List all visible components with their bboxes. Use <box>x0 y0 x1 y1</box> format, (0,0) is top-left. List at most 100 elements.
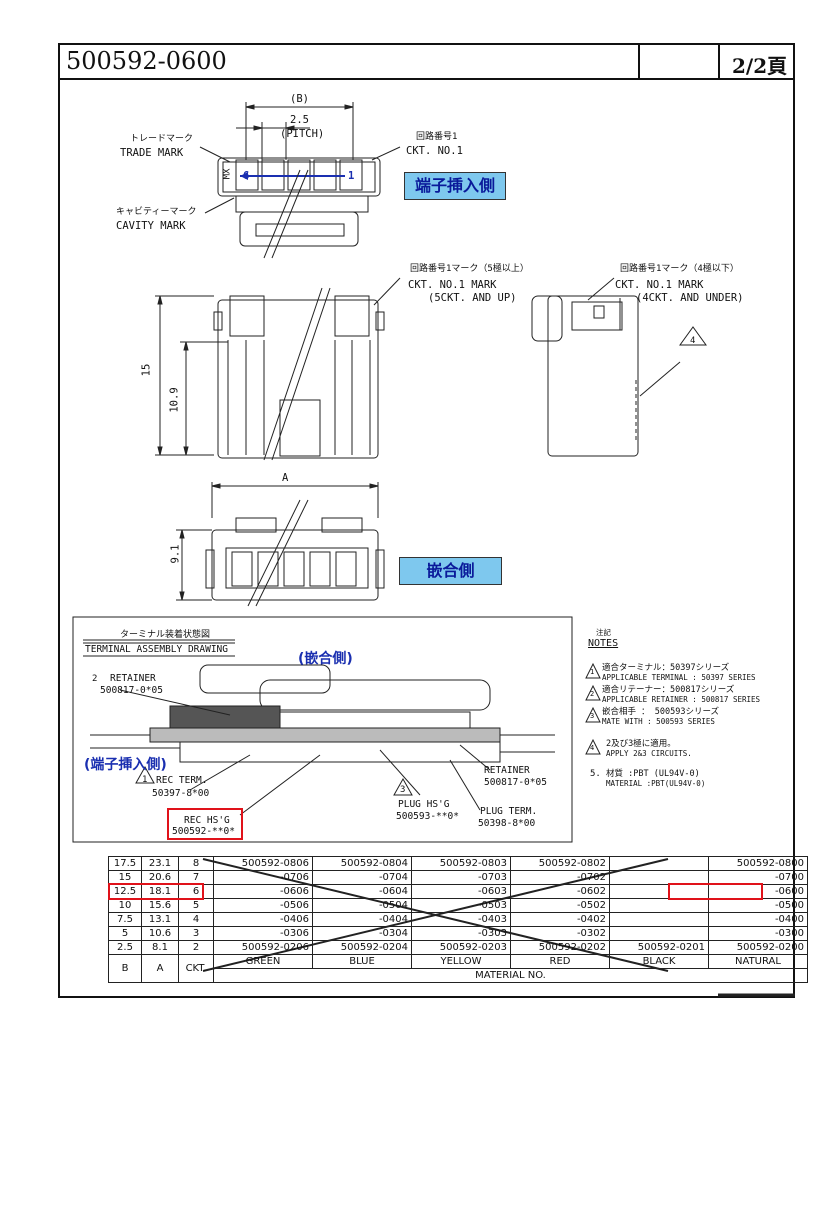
side-view-small-connector <box>531 277 707 457</box>
table-cell-ckt: 5 <box>178 898 214 913</box>
cavity-number-1: 1 <box>348 170 355 182</box>
table-cell-c1: -0306 <box>213 926 313 941</box>
note4-marker: 4 <box>690 336 696 346</box>
assembly-frame <box>72 616 573 843</box>
mark5-en1: CKT. NO.1 MARK <box>408 279 497 291</box>
note-4-jp: 2及び3極に適用。 <box>606 739 676 749</box>
table-cell-c3: -0303 <box>411 926 511 941</box>
table-cell-c3: 500592-0803 <box>411 856 511 871</box>
table-head-ckt: CKT. <box>178 954 214 983</box>
rec-term-no: 50397-8*00 <box>152 788 210 799</box>
pitch-value: 2.5 <box>290 114 309 126</box>
table-cell-b: 17.5 <box>108 856 142 871</box>
table-cell-c1: 500592-0806 <box>213 856 313 871</box>
page-number: 2/2頁 <box>732 54 788 78</box>
table-cell-ckt: 3 <box>178 926 214 941</box>
table-cell-c1: 500592-0206 <box>213 940 313 955</box>
note-5-en: MATERIAL :PBT(UL94V-0) <box>606 779 706 788</box>
ckt-no1-jp: 回路番号1 <box>416 132 458 142</box>
table-cell-c3: 500592-0203 <box>411 940 511 955</box>
table-head-a: A <box>141 954 179 983</box>
table-cell-c4: -0302 <box>510 926 610 941</box>
dim-a: A <box>282 472 289 484</box>
table-material-row: MATERIAL NO. <box>109 968 808 983</box>
ckt-no1-en: CKT. NO.1 <box>406 145 463 157</box>
assembly-cross-section <box>90 664 555 816</box>
note-3-en: MATE WITH : 500593 SERIES <box>602 717 715 726</box>
top-view-connector <box>199 102 401 259</box>
pitch-label: (PITCH) <box>280 128 325 140</box>
retainer-right-no: 500817-0*05 <box>484 777 547 788</box>
table-cell-a: 13.1 <box>141 912 179 927</box>
trade-mark-jp: トレードマーク <box>130 134 194 144</box>
trade-mark-en: TRADE MARK <box>120 147 184 159</box>
table-cell-c4: -0502 <box>510 898 610 913</box>
mx-mark: MX <box>222 168 233 180</box>
dim-15: 15 <box>140 363 153 377</box>
note-4-num: 4 <box>590 744 595 752</box>
note-4-en: APPLY 2&3 CIRCUITS. <box>606 749 692 758</box>
table-cell-c2: -0304 <box>312 926 412 941</box>
table-cell-c2: 500592-0204 <box>312 940 412 955</box>
row-6ckt-highlight <box>108 883 204 900</box>
table-color-2: YELLOW <box>411 954 511 969</box>
note-1-num: 1 <box>590 668 595 676</box>
part-0600-highlight <box>668 883 763 900</box>
mark4-en2: (4CKT. AND UNDER) <box>636 292 744 304</box>
note-2-jp: 適合リテーナー：500817シリーズ <box>602 685 735 695</box>
table-cell-c1: -0606 <box>213 884 313 899</box>
note-2-en: APPLICABLE RETAINER : 500817 SERIES <box>602 695 761 704</box>
table-cell-a: 10.6 <box>141 926 179 941</box>
part-number: 500592-0600 <box>66 47 227 75</box>
mark5-jp: 回路番号1マーク（5極以上） <box>410 264 529 274</box>
table-cell-c6: -0300 <box>708 926 808 941</box>
retainer-right: RETAINER <box>484 765 530 776</box>
table-cell-c6: -0500 <box>708 898 808 913</box>
note2-marker-asm: 2 <box>92 674 98 684</box>
side-view-connector <box>155 277 401 461</box>
rec-term: REC TERM. <box>156 775 208 786</box>
note1-marker-asm: 1 <box>142 775 148 785</box>
table-head-b: B <box>108 954 142 983</box>
note-3-jp: 嵌合相手 ： 500593シリーズ <box>602 707 720 717</box>
note-5-num: 5. <box>590 769 601 779</box>
cavity-mark-en: CAVITY MARK <box>116 220 186 232</box>
table-cell-c4: -0402 <box>510 912 610 927</box>
table-cell-c4: 500592-0202 <box>510 940 610 955</box>
table-cell-ckt: 8 <box>178 856 214 871</box>
table-cell-c5 <box>609 926 709 941</box>
cavity-mark-jp: キャビティーマーク <box>116 207 197 217</box>
table-cell-a: 8.1 <box>141 940 179 955</box>
table-cell-c5: 500592-0201 <box>609 940 709 955</box>
table-color-4: BLACK <box>609 954 709 969</box>
table-cell-c2: -0504 <box>312 898 412 913</box>
plug-hsg-no: 500593-**0* <box>396 811 459 822</box>
table-cell-b: 7.5 <box>108 912 142 927</box>
table-cell-c2: -0404 <box>312 912 412 927</box>
note-2-num: 2 <box>590 690 595 698</box>
table-cell-ckt: 2 <box>178 940 214 955</box>
mark5-en2: (5CKT. AND UP) <box>428 292 517 304</box>
table-cell-c2: -0704 <box>312 870 412 885</box>
rec-hsg: REC HS'G <box>184 815 230 826</box>
dim-9-1: 9.1 <box>169 544 182 564</box>
table-cell-c3: -0703 <box>411 870 511 885</box>
table-cell-c3: -0503 <box>411 898 511 913</box>
table-cell-c6: -0400 <box>708 912 808 927</box>
table-cell-c1: -0706 <box>213 870 313 885</box>
table-cell-a: 23.1 <box>141 856 179 871</box>
plug-term: PLUG TERM. <box>480 806 538 817</box>
table-material-label: MATERIAL NO. <box>213 968 808 983</box>
table-cell-b: 5 <box>108 926 142 941</box>
table-cell-c3: -0603 <box>411 884 511 899</box>
notes-heading: NOTES <box>588 638 619 649</box>
rec-hsg-no: 500592-**0* <box>172 826 235 837</box>
mark4-jp: 回路番号1マーク（4極以下） <box>620 264 739 274</box>
